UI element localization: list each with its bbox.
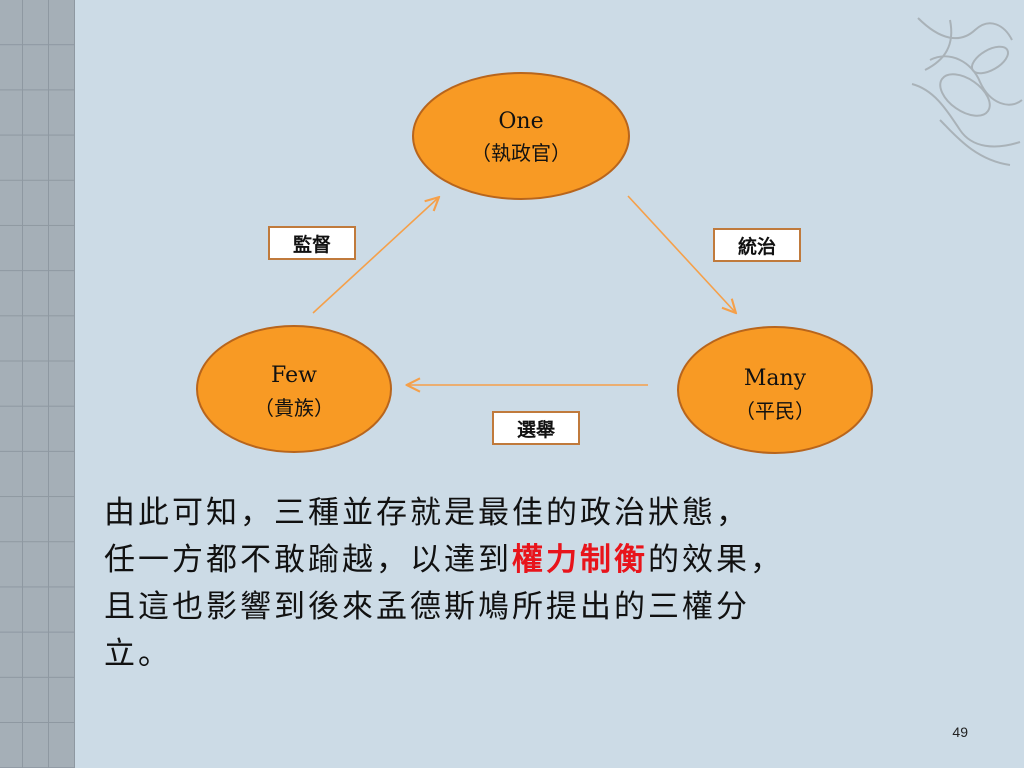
body-line-1: 由此可知，三種並存就是最佳的政治狀態， [104, 495, 750, 531]
arrow-few-to-one [312, 198, 438, 314]
body-line-2-post: 的效果， [648, 542, 784, 578]
body-paragraph: 由此可知，三種並存就是最佳的政治狀態， 任一方都不敢踰越，以達到權力制衡的效果，… [104, 490, 1004, 678]
edge-label-one-to-many: 統治 [713, 228, 801, 262]
edge-label-many-to-few: 選舉 [492, 411, 580, 445]
node-many-subtitle: （平民） [735, 399, 815, 423]
node-many-title: Many [744, 366, 807, 391]
node-few-title: Few [271, 363, 317, 388]
left-decorative-strip [0, 0, 75, 768]
node-many: Many （平民） [677, 326, 873, 454]
edge-label-few-to-one: 監督 [268, 226, 356, 260]
body-line-2-pre: 任一方都不敢踰越，以達到 [104, 542, 512, 578]
arrow-one-to-many [627, 195, 735, 312]
ornament-flourish [911, 17, 1023, 166]
highlight-checks-and-balances: 權力制衡 [512, 542, 648, 578]
body-line-2: 任一方都不敢踰越，以達到權力制衡的效果， [104, 537, 1004, 584]
node-few-subtitle: （貴族） [254, 396, 334, 420]
body-line-4: 立。 [104, 636, 172, 672]
page-number: 49 [952, 724, 968, 740]
node-one-subtitle: （執政官） [471, 141, 571, 165]
node-one-title: One [498, 109, 543, 134]
node-one: One （執政官） [412, 72, 630, 200]
body-line-3: 且這也影響到後來孟德斯鳩所提出的三權分 [104, 589, 750, 625]
node-few: Few （貴族） [196, 325, 392, 453]
